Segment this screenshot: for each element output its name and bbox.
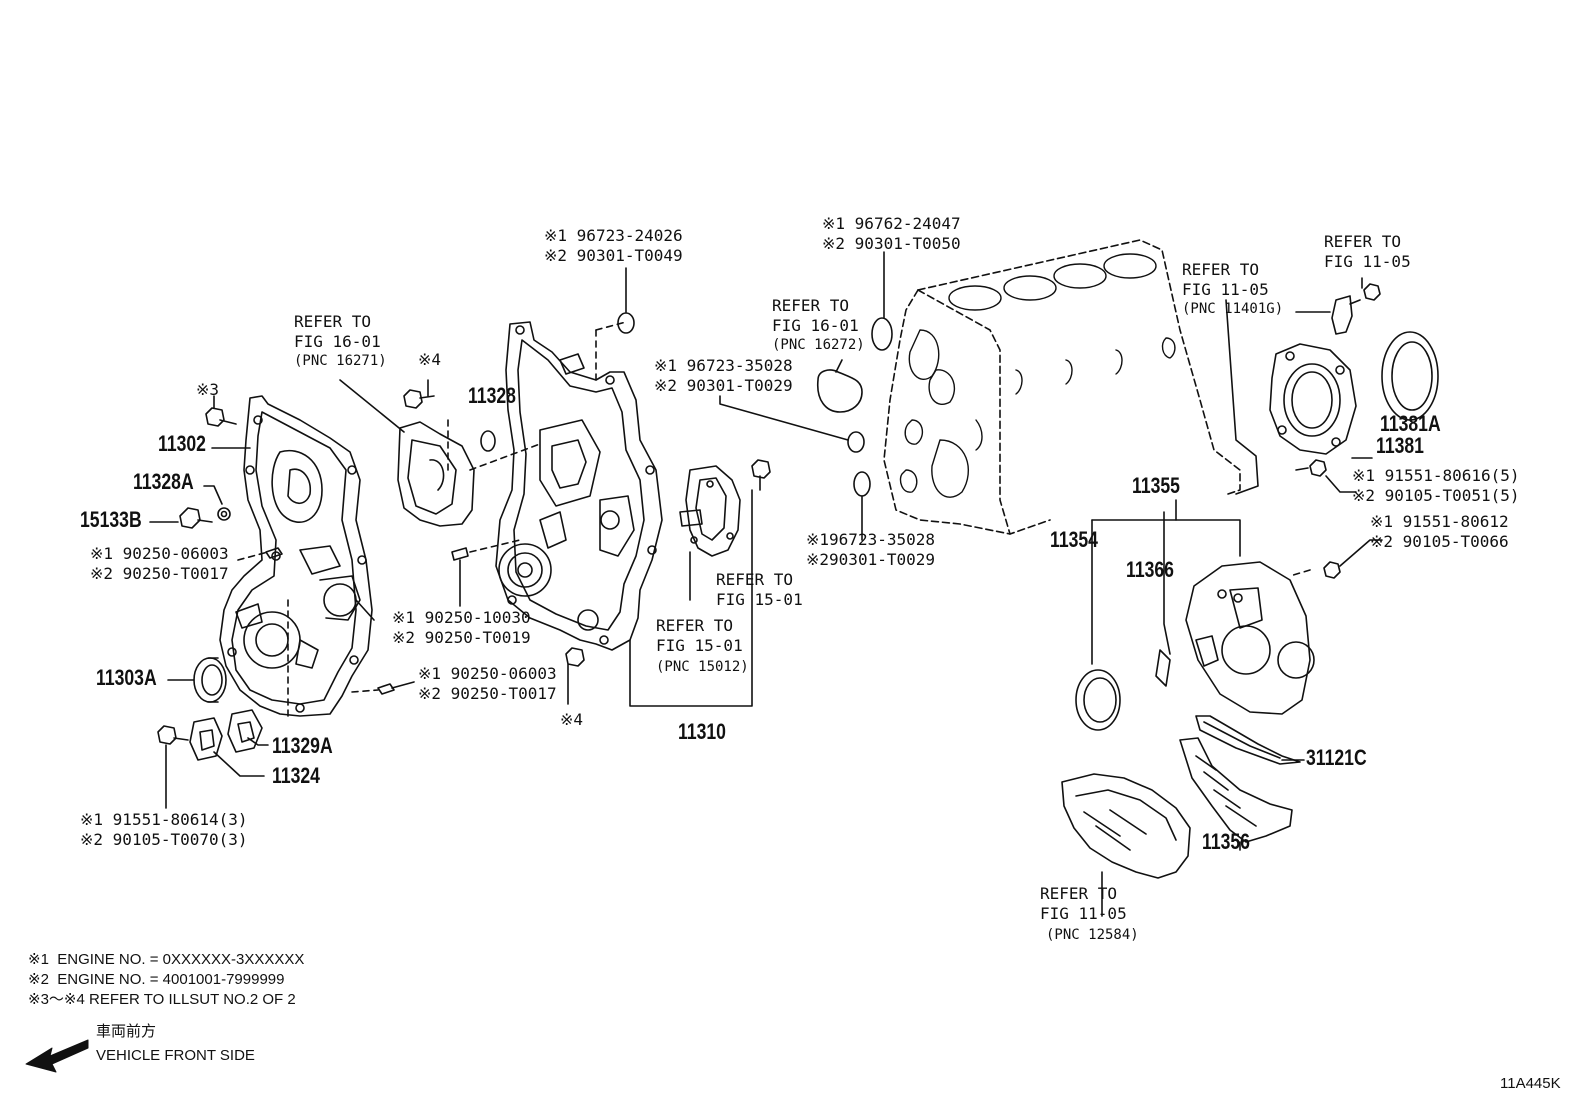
part-number-11329A[interactable]: 11329A: [272, 733, 333, 758]
callout-bolt-right-b-2[interactable]: ※2 90105-T0066: [1370, 532, 1509, 551]
oil-pan-12584: [1061, 773, 1191, 879]
callout-bolt-left-1[interactable]: ※1 91551-80614(3): [80, 810, 248, 829]
bolt-icons-left: [157, 389, 435, 745]
baffle-11356: [1179, 737, 1293, 843]
gasket-16271: [397, 421, 475, 527]
part-number-11310[interactable]: 11310: [678, 719, 726, 744]
callout-bolt-right-a-1[interactable]: ※1 91551-80616(5): [1352, 466, 1520, 485]
direction-label-jp: 車両前方: [96, 1023, 157, 1040]
part-number-11381A[interactable]: 11381A: [1380, 411, 1441, 436]
note-engine-1: ※1 ENGINE NO. = 0XXXXXX-3XXXXXX: [28, 951, 305, 968]
refer-12584-line1[interactable]: REFER TO: [1040, 884, 1118, 903]
callout-bolt-right-b-1[interactable]: ※1 91551-80612: [1370, 512, 1509, 531]
callout-bolt-left-2[interactable]: ※2 90105-T0070(3): [80, 830, 248, 849]
callout-oring-top-1[interactable]: ※1 96723-24026: [544, 226, 683, 245]
callout-oring-mid-1[interactable]: ※1 96723-35028: [654, 356, 793, 375]
part-11366: [1155, 649, 1171, 687]
mark-4-top: ※4: [418, 350, 442, 369]
o-ring-11328: [480, 430, 496, 452]
timing-case-drawing: [495, 321, 663, 651]
refer-16272-line2[interactable]: FIG 16-01: [772, 316, 859, 335]
note-engine-2: ※2 ENGINE NO. = 4001001-7999999: [28, 971, 285, 988]
callout-mid-pin-1[interactable]: ※1 90250-10030: [392, 608, 531, 627]
part-number-11356[interactable]: 11356: [1202, 829, 1250, 854]
leader-lines-left: [149, 379, 461, 809]
cylinder-block-drawing: [883, 239, 1241, 535]
part-number-31121C[interactable]: 31121C: [1306, 745, 1367, 770]
refer-16271-line3[interactable]: (PNC 16271): [294, 353, 387, 369]
refer-15012-line3[interactable]: (PNC 15012): [656, 659, 749, 675]
refer-16271-line2[interactable]: FIG 16-01: [294, 332, 381, 351]
part-number-11324[interactable]: 11324: [272, 763, 320, 788]
part-number-11328A[interactable]: 11328A: [133, 469, 194, 494]
note-refer-illust: ※3～※4 REFER TO ILLSUT NO.2 OF 2: [28, 991, 296, 1008]
oil-seal-11303A: [193, 657, 227, 703]
callout-oring-mid-2[interactable]: ※2 90301-T0029: [654, 376, 793, 395]
callout-oring-low-2[interactable]: ※290301-T0029: [806, 550, 935, 569]
callout-low-dowel-1[interactable]: ※1 90250-06003: [418, 664, 557, 683]
refer-1105-top-line1[interactable]: REFER TO: [1324, 232, 1402, 251]
part-number-15133B[interactable]: 15133B: [80, 507, 142, 532]
callout-oring-b-1[interactable]: ※1 96762-24047: [822, 214, 961, 233]
refer-12584-line3[interactable]: (PNC 12584): [1046, 927, 1139, 943]
retainer-plate: [1185, 561, 1315, 715]
callout-bolt-right-a-2[interactable]: ※2 90105-T0051(5): [1352, 486, 1520, 505]
callout-low-dowel-2[interactable]: ※2 90250-T0017: [418, 684, 557, 703]
oil-seal-11381A: [1381, 331, 1439, 421]
o-ring-top: [617, 312, 635, 334]
bolt-icon-right-a: [1295, 459, 1327, 477]
mark-3: ※3: [196, 380, 220, 399]
callout-oring-b-2[interactable]: ※2 90301-T0050: [822, 234, 961, 253]
bolt-icon-right-b: [1323, 561, 1341, 579]
arrow-left-icon: [25, 1039, 89, 1073]
refer-1105-top-line2[interactable]: FIG 11-05: [1324, 252, 1411, 271]
illustration-code: 11A445K: [1500, 1075, 1561, 1092]
gasket-11324: [189, 717, 223, 761]
callout-left-dowel-1[interactable]: ※1 90250-06003: [90, 544, 229, 563]
refer-16272-line3[interactable]: (PNC 16272): [772, 337, 865, 353]
part-number-11366[interactable]: 11366: [1126, 557, 1174, 582]
part-number-11303A[interactable]: 11303A: [96, 665, 157, 690]
bolt-icon-top-right: [1363, 283, 1381, 301]
oil-seal-11354: [1075, 669, 1121, 731]
refer-11401G-line1[interactable]: REFER TO: [1182, 260, 1260, 279]
baffle-31121C: [1195, 715, 1301, 765]
direction-label-en: VEHICLE FRONT SIDE: [96, 1047, 255, 1064]
refer-16271-line1[interactable]: REFER TO: [294, 312, 372, 331]
refer-12584-line2[interactable]: FIG 11-05: [1040, 904, 1127, 923]
seal-retainer-11381: [1269, 343, 1357, 455]
o-ring-35028-a: [847, 431, 865, 453]
callout-oring-top-2[interactable]: ※2 90301-T0049: [544, 246, 683, 265]
water-pump-drawing: [679, 465, 741, 557]
refer-15012-line1[interactable]: REFER TO: [656, 616, 734, 635]
sensor-11401G: [1331, 295, 1361, 335]
part-number-11355[interactable]: 11355: [1132, 473, 1180, 498]
o-ring-24047: [871, 317, 893, 351]
callout-oring-low-1[interactable]: ※196723-35028: [806, 530, 935, 549]
cylinder-block-bores: [899, 253, 1176, 498]
part-number-11328[interactable]: 11328: [468, 383, 516, 408]
refer-15012-line2[interactable]: FIG 15-01: [656, 636, 743, 655]
part-number-11381[interactable]: 11381: [1376, 433, 1424, 458]
refer-1501-a-line1[interactable]: REFER TO: [716, 570, 794, 589]
timing-cover-drawing: [219, 395, 373, 721]
refer-11401G-line2[interactable]: FIG 11-05: [1182, 280, 1269, 299]
part-number-11302[interactable]: 11302: [158, 431, 206, 456]
gasket-11329A: [227, 709, 263, 753]
refer-1501-a-line2[interactable]: FIG 15-01: [716, 590, 803, 609]
callout-left-dowel-2[interactable]: ※2 90250-T0017: [90, 564, 229, 583]
callout-mid-pin-2[interactable]: ※2 90250-T0019: [392, 628, 531, 647]
refer-16272-line1[interactable]: REFER TO: [772, 296, 850, 315]
refer-11401G-line3[interactable]: (PNC 11401G): [1182, 301, 1284, 317]
pin-icon: [451, 547, 469, 561]
gasket-16272: [816, 369, 863, 413]
o-ring-35028-b: [853, 471, 871, 497]
part-number-11354[interactable]: 11354: [1050, 527, 1098, 552]
mark-4-bottom: ※4: [560, 710, 584, 729]
